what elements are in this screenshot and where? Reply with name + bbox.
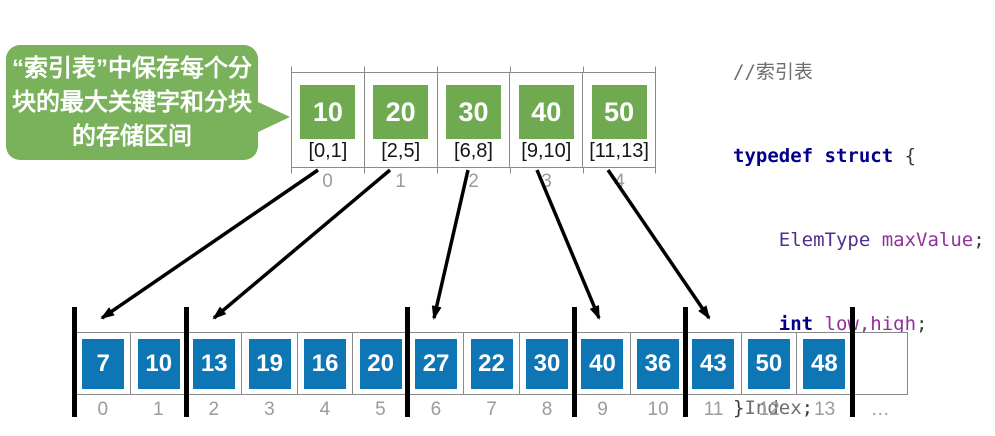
list-position-label: 8 xyxy=(541,399,553,420)
index-position-label: 2 xyxy=(468,171,479,192)
list-cell: 20 xyxy=(353,333,409,394)
block-divider xyxy=(850,307,855,417)
sequence-list-indices: 0 1 2 3 4 5 6 7 8 9 10 11 12 13 … xyxy=(75,399,908,421)
callout-tail xyxy=(256,101,290,133)
block-divider xyxy=(683,307,688,417)
index-range-label: [11,13] xyxy=(589,140,649,162)
index-position-label: 3 xyxy=(541,171,552,192)
list-value: 13 xyxy=(193,338,236,389)
block-divider xyxy=(572,307,577,417)
list-position-label: 2 xyxy=(208,399,220,420)
index-max-value: 10 xyxy=(300,85,356,139)
index-max-value: 40 xyxy=(518,85,574,139)
sequence-list-table: 7 10 13 19 16 20 27 22 30 40 36 43 50 48 xyxy=(75,332,908,395)
list-cell: 48 xyxy=(797,333,853,394)
list-cell: 50 xyxy=(742,333,798,394)
list-cell: 10 xyxy=(131,333,187,394)
index-range-label: [9,10] xyxy=(521,140,572,162)
index-max-value: 30 xyxy=(445,85,501,139)
list-value: 30 xyxy=(525,338,568,389)
list-value: 50 xyxy=(747,338,790,389)
list-cell: 27 xyxy=(409,333,465,394)
callout-text-line: 块的最大关键字和分块 xyxy=(12,88,252,116)
index-table-cell: 10 [0,1] xyxy=(292,73,365,167)
index-table-indices: 0 1 2 3 4 xyxy=(291,171,656,193)
code-snippet: //索引表 typedef struct { ElemType maxValue… xyxy=(733,2,985,436)
list-value: 16 xyxy=(304,338,347,389)
code-line: ElemType maxValue; xyxy=(733,229,985,251)
list-position-label: 10 xyxy=(647,399,669,420)
index-position-label: 0 xyxy=(322,171,333,192)
list-position-label: 1 xyxy=(153,399,164,420)
code-line: int low,high; xyxy=(733,313,928,335)
code-line: }Index; xyxy=(733,397,814,419)
list-cell: 22 xyxy=(464,333,520,394)
list-position-label: 13 xyxy=(814,399,836,420)
list-cell: 43 xyxy=(686,333,742,394)
index-table-cell: 50 [11,13] xyxy=(583,73,655,167)
list-position-label: 4 xyxy=(319,399,331,420)
list-position-label: 12 xyxy=(758,399,780,420)
list-position-label: 3 xyxy=(264,399,275,420)
index-range-label: [0,1] xyxy=(308,140,348,162)
block-arrow xyxy=(100,168,319,320)
index-position-label: 4 xyxy=(614,171,625,192)
list-cell: 16 xyxy=(298,333,354,394)
list-position-label: 11 xyxy=(703,399,724,420)
list-value: 20 xyxy=(359,338,402,389)
list-value: 10 xyxy=(137,338,180,389)
list-value: 43 xyxy=(692,338,735,389)
block-divider xyxy=(405,307,410,417)
list-position-label: 7 xyxy=(486,399,497,420)
index-range-label: [2,5] xyxy=(381,140,421,162)
index-table-cell: 40 [9,10] xyxy=(510,73,584,167)
index-max-value: 50 xyxy=(591,85,647,139)
list-cell-empty xyxy=(853,333,907,394)
callout-text-line: “索引表”中保存每个分 xyxy=(12,54,252,82)
list-cell: 36 xyxy=(631,333,687,394)
code-line: typedef struct { xyxy=(733,145,917,167)
index-table-cell: 20 [2,5] xyxy=(365,73,438,167)
block-divider xyxy=(72,307,77,417)
index-table: 10 [0,1] 20 [2,5] 30 [6,8] 40 [9,10] 50 … xyxy=(291,72,656,168)
index-max-value: 20 xyxy=(373,85,429,139)
list-value: 22 xyxy=(470,338,513,389)
list-position-label: … xyxy=(870,399,890,420)
block-divider xyxy=(184,307,189,417)
list-value: 7 xyxy=(82,338,125,389)
list-position-label: 0 xyxy=(97,399,109,420)
list-cell: 13 xyxy=(187,333,243,394)
list-value: 27 xyxy=(415,338,458,389)
list-cell: 7 xyxy=(76,333,132,394)
list-position-label: 9 xyxy=(597,399,608,420)
callout-text-line: 的存储区间 xyxy=(72,122,192,150)
list-value: 48 xyxy=(803,338,846,389)
list-value: 19 xyxy=(248,338,291,389)
list-cell: 19 xyxy=(242,333,298,394)
index-table-cell: 30 [6,8] xyxy=(438,73,511,167)
code-line: //索引表 xyxy=(733,61,813,83)
list-value: 36 xyxy=(636,338,679,389)
index-range-label: [6,8] xyxy=(454,140,493,162)
list-cell: 40 xyxy=(575,333,631,394)
list-value: 40 xyxy=(581,338,624,389)
list-cell: 30 xyxy=(520,333,576,394)
list-position-label: 5 xyxy=(375,399,386,420)
index-position-label: 1 xyxy=(395,171,406,192)
callout-bubble: “索引表”中保存每个分 块的最大关键字和分块 的存储区间 xyxy=(6,45,258,160)
list-position-label: 6 xyxy=(430,399,442,420)
